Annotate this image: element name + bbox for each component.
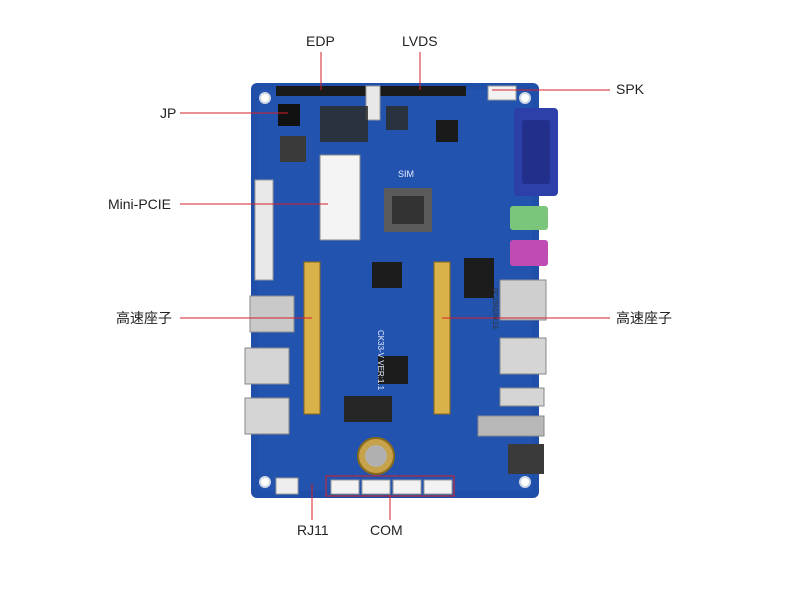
label-spk: SPK [616, 81, 645, 97]
usb-port-2 [244, 397, 290, 435]
high-speed-connector-right [433, 261, 451, 415]
label-edp: EDP [306, 33, 335, 49]
leader-lines [180, 52, 610, 520]
label-com: COM [370, 522, 403, 538]
com-highlight-box [325, 475, 455, 497]
label-lvds: LVDS [402, 33, 438, 49]
com-connectors [330, 479, 453, 495]
ethernet-port [499, 279, 547, 321]
label-rj11: RJ11 [297, 522, 329, 538]
spk-connector [487, 85, 517, 101]
high-speed-connector-left [303, 261, 321, 415]
usb-port-right [499, 337, 547, 375]
dc-jack [508, 444, 544, 474]
rj11-port [275, 477, 299, 495]
lvds-header [378, 86, 466, 96]
label-jp: JP [160, 105, 177, 121]
board-sticker-text: 0C15010K13 [491, 288, 498, 329]
jp-jumper [278, 104, 300, 126]
sd-card-slot [249, 295, 295, 333]
audio-jack-green [510, 206, 548, 230]
label-mini-pcie: Mini-PCIE [108, 196, 172, 212]
label-high-speed-left: 高速座子 [116, 310, 172, 326]
usb-port-1 [244, 347, 290, 385]
mini-pcie-slot [254, 179, 274, 281]
sim-label: SIM [398, 169, 415, 179]
label-high-speed-right: 高速座子 [616, 310, 672, 326]
edp-header [276, 86, 366, 96]
audio-jack-pink [510, 240, 548, 266]
board-silk-text: CK33-V VER:1.1 [376, 330, 385, 391]
mounting-holes [259, 92, 531, 488]
